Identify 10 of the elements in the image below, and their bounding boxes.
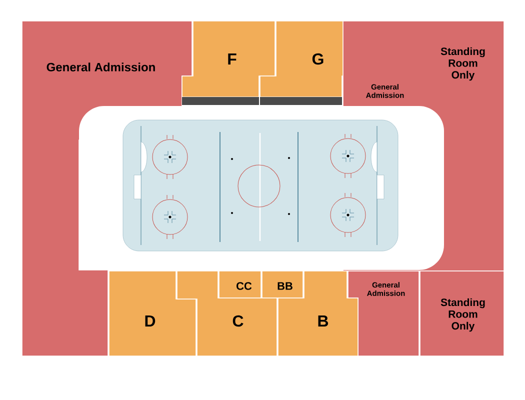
section-label: G bbox=[312, 53, 324, 65]
section-label: D bbox=[145, 316, 156, 326]
section-label: Standing Room Only bbox=[440, 47, 485, 81]
section-label: F bbox=[228, 54, 236, 64]
section-label: Standing Room Only bbox=[440, 298, 485, 332]
section-label: General Admission bbox=[46, 62, 155, 72]
section-label: CC bbox=[236, 282, 252, 290]
section-label: BB bbox=[278, 282, 292, 290]
section-label: B bbox=[318, 316, 328, 326]
section-label: C bbox=[232, 315, 244, 327]
